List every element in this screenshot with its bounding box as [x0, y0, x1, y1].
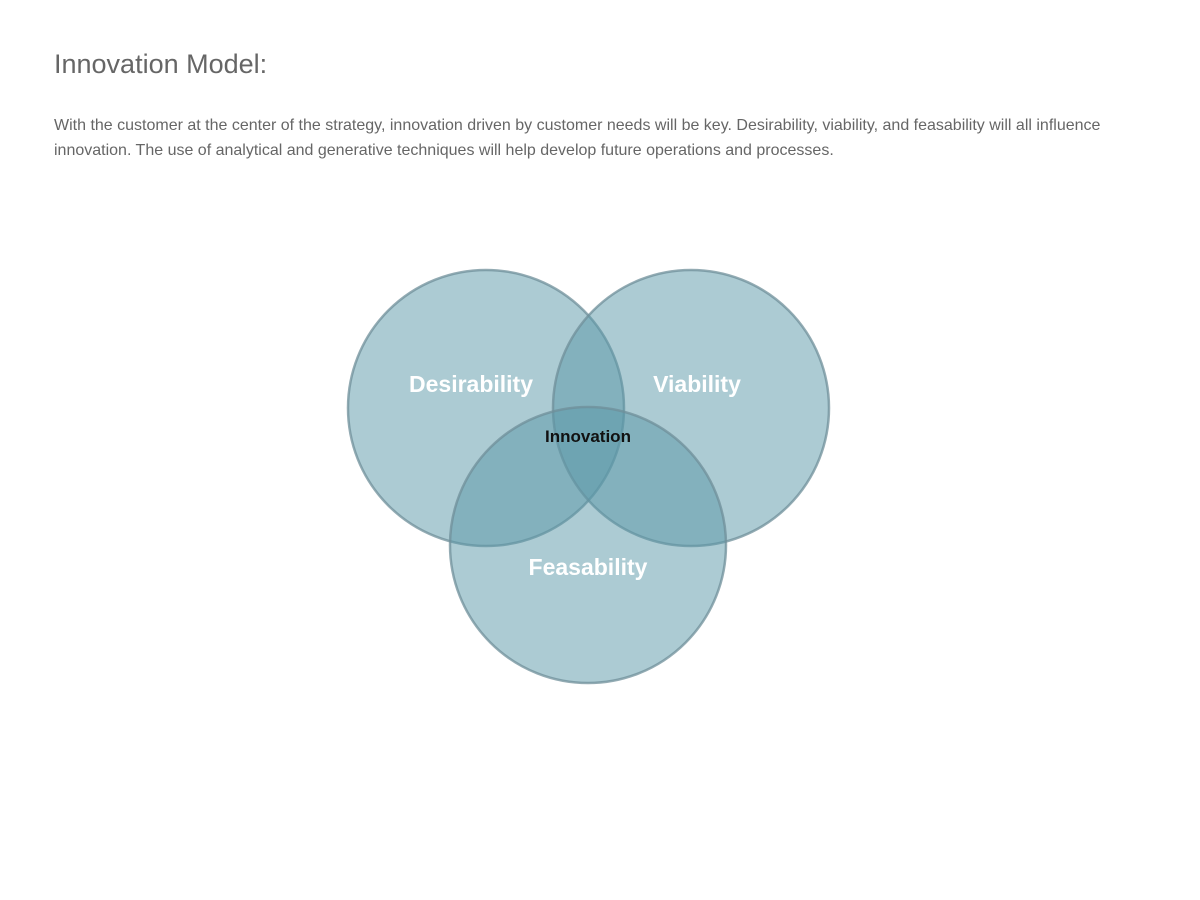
- innovation-label: Innovation: [545, 427, 631, 446]
- feasability-circle: [448, 405, 728, 685]
- desirability-label: Desirability: [409, 371, 533, 397]
- page-title: Innovation Model:: [54, 49, 268, 79]
- feasability-label: Feasability: [529, 554, 648, 580]
- intro-paragraph: With the customer at the center of the s…: [54, 117, 1101, 159]
- viability-label: Viability: [653, 371, 741, 397]
